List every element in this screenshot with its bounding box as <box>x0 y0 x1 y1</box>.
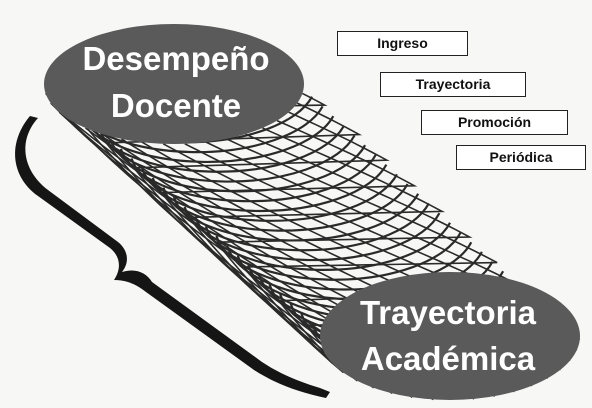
brace-shape <box>15 116 330 398</box>
stage-box-periodica: Periódica <box>456 145 586 170</box>
bottom-ellipse-title-line2: Académica <box>360 340 536 377</box>
mesh-strand <box>187 127 446 382</box>
top-ellipse-title-line1: Desempeño <box>82 40 270 77</box>
bottom-ellipse-title-line1: Trayectoria <box>359 294 537 331</box>
stage-box-ingreso: Ingreso <box>337 31 468 56</box>
top-ellipse-title-line2: Docente <box>110 87 242 124</box>
mesh-strand <box>132 111 393 394</box>
bottom-ellipse <box>320 272 580 400</box>
stage-box-promocion: Promoción <box>421 110 568 135</box>
top-ellipse <box>44 24 304 144</box>
mesh-strand <box>159 119 418 389</box>
stage-box-trayectoria: Trayectoria <box>380 72 526 97</box>
